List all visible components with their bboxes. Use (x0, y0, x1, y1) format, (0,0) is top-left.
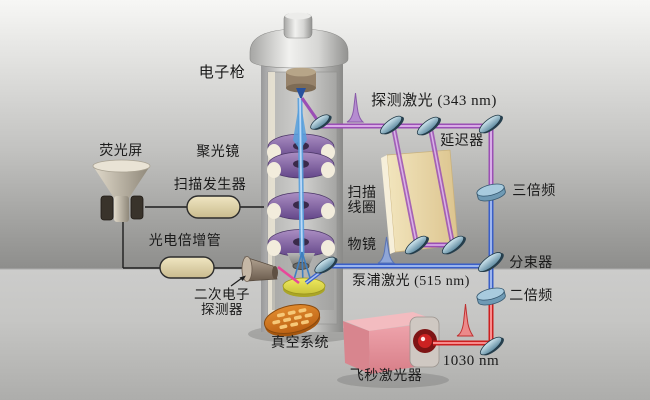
knob-top (285, 12, 311, 20)
pump-pulse-icon (377, 236, 396, 264)
label-1030nm: 1030 nm (442, 353, 500, 369)
laser-left-face (343, 321, 370, 374)
label-probe-laser: 探测激光 (343 nm) (371, 93, 497, 109)
cathode-tip (296, 88, 306, 100)
gun-cylinder-top (286, 67, 316, 77)
label-secondary-electron-detector: 二次电子探测器 (194, 287, 250, 317)
scan-generator-unit (186, 195, 241, 219)
screen-bracket-left (100, 195, 114, 221)
label-electron-gun: 电子枪 (198, 65, 246, 81)
third-harmonic-crystal (476, 183, 506, 202)
delay-mirror-top-left (379, 115, 404, 135)
laser-aperture (418, 334, 432, 348)
label-scan-coils-line2: 线圈 (347, 201, 377, 216)
cutaway-edge (268, 72, 275, 324)
gun-cylinder (286, 72, 316, 88)
fluorescent-screen (92, 159, 151, 222)
mirrors (310, 114, 504, 356)
label-vacuum-system: 真空系统 (271, 336, 329, 351)
pulse-icons (346, 92, 474, 337)
probe-pulse-icon (346, 92, 365, 123)
screen-bracket-right (130, 195, 144, 220)
laser-steering-mirror (479, 336, 504, 356)
label-sed-line1: 二次电子 (194, 287, 250, 302)
harmonic-crystals (476, 183, 506, 306)
label-scan-generator: 扫描发生器 (173, 178, 247, 193)
laser-top-face (345, 312, 438, 331)
signal-chain (92, 159, 264, 279)
delay-mirror-top-right (416, 116, 441, 136)
label-beam-splitter: 分束器 (509, 256, 553, 271)
cathodoluminescence-beam (277, 265, 300, 285)
label-scan-coils-line1: 扫描 (347, 186, 377, 201)
label-scan-coils: 扫描线圈 (348, 186, 377, 216)
electron-beam (292, 97, 312, 285)
sample (282, 277, 326, 295)
label-pump-laser: 泵浦激光 (515 nm) (352, 274, 470, 289)
label-objective-lens: 物镜 (347, 238, 377, 253)
vacuum-system-disc (263, 304, 321, 337)
label-second-harmonic: 二倍频 (509, 289, 553, 304)
label-femtosecond-laser: 飞秒激光器 (349, 369, 423, 384)
ir-beam-path (433, 301, 494, 346)
second-harmonic-crystal (476, 287, 506, 306)
ir-pulse-icon (456, 303, 474, 337)
label-photomultiplier: 光电倍增管 (148, 234, 222, 249)
delay-mirror-bottom-left (404, 235, 429, 255)
label-fluorescent-screen: 荧光屏 (99, 144, 143, 159)
secondary-electron-detector (241, 256, 278, 282)
delay-mirror-bottom-right (441, 235, 466, 255)
corner-mirror-top-right (478, 114, 503, 134)
gun-injection-mirror (310, 114, 332, 130)
label-condenser-lens: 聚光镜 (196, 145, 240, 160)
sample-injection-mirror (314, 256, 338, 274)
photomultiplier-unit (159, 256, 215, 279)
laser-front-face (369, 325, 415, 374)
label-third-harmonic: 三倍频 (512, 184, 556, 199)
chamber-parts (230, 256, 326, 337)
femtosecond-laser-box (343, 312, 440, 374)
label-delay-stage: 延迟器 (440, 134, 484, 149)
column-cap (249, 28, 349, 69)
aperture-glint (420, 336, 426, 342)
beam-splitter-mirror (478, 252, 504, 273)
pole-piece (287, 253, 315, 266)
detector-label-arrow (230, 275, 246, 287)
vacuum-grid-slots (272, 308, 313, 330)
label-sed-line2: 探测器 (201, 302, 243, 317)
